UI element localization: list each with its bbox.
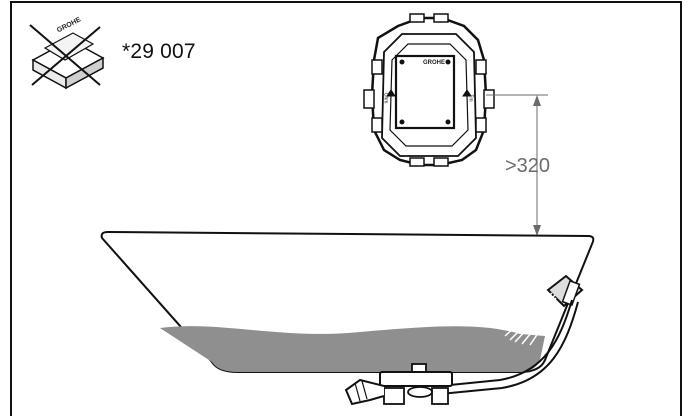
waste-fitting-icon <box>344 363 453 406</box>
shower-head-icon <box>504 274 584 346</box>
body-brand-label: GROHE <box>423 60 446 66</box>
dimension-line <box>486 94 548 236</box>
side-label-left: Ohm <box>382 92 389 104</box>
part-number-label: *29 007 <box>122 40 196 63</box>
bathtub-water <box>160 326 545 372</box>
concealed-body-icon <box>363 13 495 167</box>
bathtub <box>100 230 595 373</box>
not-included-box-icon <box>29 24 105 90</box>
drain-hose <box>439 299 579 395</box>
dimension-label: >320 <box>505 155 551 177</box>
frame-border <box>10 1 682 416</box>
side-label-right: Tm <box>467 94 474 102</box>
